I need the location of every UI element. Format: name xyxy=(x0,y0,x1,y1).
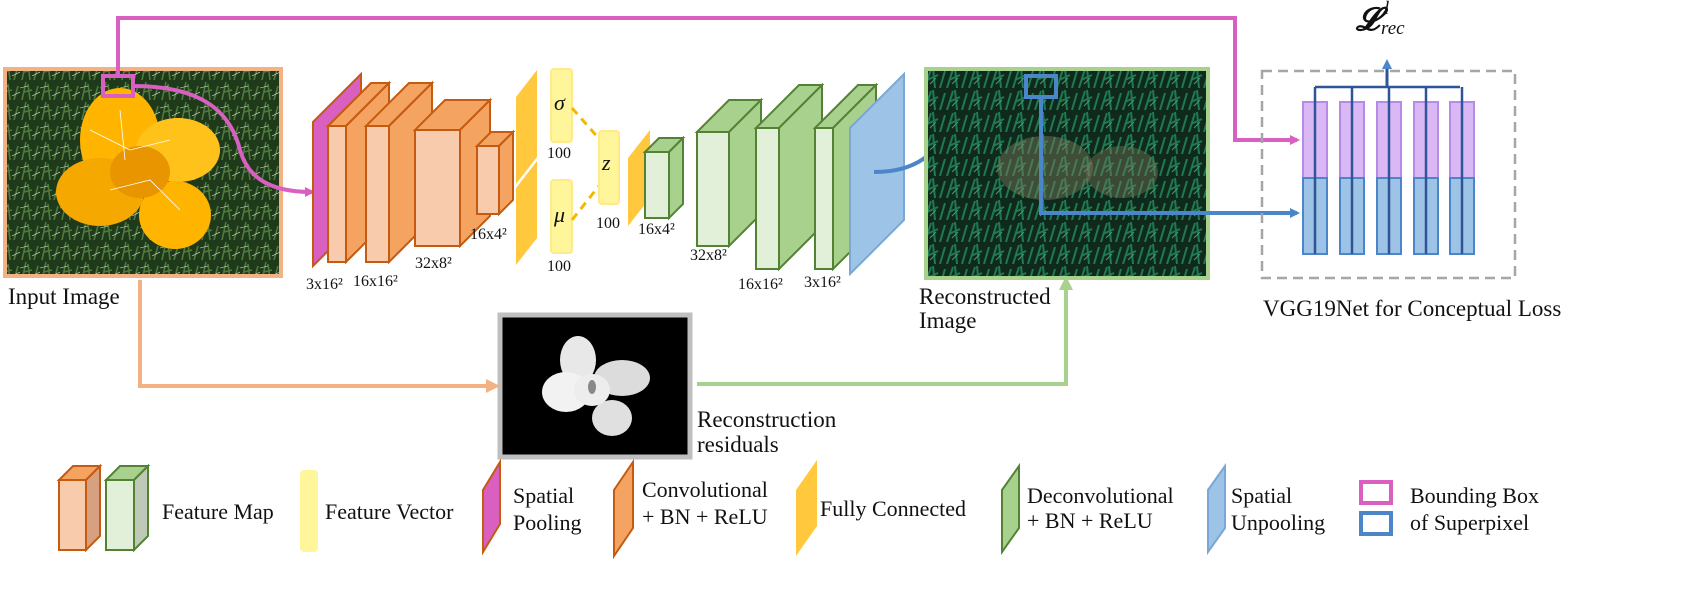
reparam-dashes xyxy=(570,107,604,221)
legend-feature-vector-label: Feature Vector xyxy=(325,499,454,524)
input-to-residuals-arrow xyxy=(138,280,500,393)
z-symbol: z xyxy=(601,150,611,175)
decoder-dim-4: 3x16² xyxy=(804,274,841,291)
legend-spatial-pooling-icon xyxy=(482,458,501,556)
legend-feature-map-icon xyxy=(56,463,151,553)
legend-bbox-line2: of Superpixel xyxy=(1410,510,1529,535)
legend-unpooling-line1: Spatial xyxy=(1231,483,1292,508)
mu-size: 100 xyxy=(547,258,571,275)
reconstructed-image-panel xyxy=(924,67,1210,280)
sigma-size: 100 xyxy=(547,145,571,162)
vgg-feature-column xyxy=(1339,87,1365,255)
mu-vector xyxy=(550,179,573,254)
legend-deconv-line1: Deconvolutional xyxy=(1027,483,1174,508)
vgg-feature-columns xyxy=(1302,87,1475,255)
reconstructed-caption-line2: Image xyxy=(919,308,976,333)
vgg-feature-column xyxy=(1376,87,1402,255)
vgg19-panel xyxy=(1260,59,1517,280)
sigma-symbol: σ xyxy=(554,90,566,115)
vgg-feature-column xyxy=(1302,87,1328,255)
legend-spatial-pooling-line1: Spatial xyxy=(513,483,574,508)
input-image-panel xyxy=(3,67,283,278)
encoder-feature-map-4 xyxy=(474,129,516,217)
reconstructed-caption-line1: Reconstructed xyxy=(919,284,1051,309)
legend-bbox-pink-icon xyxy=(1359,480,1393,505)
legend-spatial-pooling-line2: Pooling xyxy=(513,510,581,535)
input-to-vgg-arrow xyxy=(116,16,1300,145)
residuals-caption-line2: residuals xyxy=(697,432,779,457)
fc-layer-sigma xyxy=(516,70,537,184)
encoder-dim-3: 32x8² xyxy=(415,255,452,272)
decoder-dim-1: 16x4² xyxy=(638,221,675,238)
flower-icon xyxy=(56,88,220,249)
crop-to-encoder-arrow xyxy=(132,84,315,197)
residuals-panel xyxy=(497,312,693,460)
legend-unpooling-line2: Unpooling xyxy=(1231,510,1325,535)
residuals-caption-line1: Reconstruction xyxy=(697,407,837,432)
encoder: 3x16² 16x16² 32x8² 16x4² xyxy=(306,71,516,293)
decoder-feature-map-1 xyxy=(642,135,686,221)
fc-layer-mu xyxy=(516,161,537,265)
legend-conv-line1: Convolutional xyxy=(642,477,768,502)
input-image-caption: Input Image xyxy=(8,284,120,309)
legend-deconv-line2: + BN + ReLU xyxy=(1027,508,1153,533)
loss-superscript: l xyxy=(1384,0,1389,19)
decoder-dim-2: 32x8² xyxy=(690,247,727,264)
legend-conv-icon xyxy=(613,458,634,560)
spatial-unpooling-layer xyxy=(849,71,905,277)
decoder-feature-map-2 xyxy=(694,97,764,249)
legend-bbox-blue-icon xyxy=(1359,511,1393,536)
legend-fc-label: Fully Connected xyxy=(820,496,966,521)
reconstruction-loss-label: 𝓛 l rec xyxy=(1355,0,1405,39)
encoder-dim-2: 16x16² xyxy=(353,273,398,290)
legend-conv-line2: + BN + ReLU xyxy=(642,504,768,529)
encoder-dim-4: 16x4² xyxy=(470,226,507,243)
encoder-dim-1: 3x16² xyxy=(306,276,343,293)
legend-fc-icon xyxy=(796,460,817,556)
sigma-vector xyxy=(550,68,573,143)
legend-bbox-line1: Bounding Box xyxy=(1410,483,1539,508)
reconstruction-to-residuals-arrow xyxy=(697,276,1073,386)
legend-feature-map-label: Feature Map xyxy=(162,499,274,524)
legend: Feature Map Feature Vector Spatial Pooli… xyxy=(56,458,1539,560)
decoder: 16x4² 32x8² 16x16² 3x16² xyxy=(638,71,905,293)
reconstruction-to-vgg-arrow xyxy=(1039,97,1300,218)
vgg-caption: VGG19Net for Conceptual Loss xyxy=(1263,296,1561,321)
mu-symbol: μ xyxy=(553,202,565,227)
decoder-dim-3: 16x16² xyxy=(738,276,783,293)
legend-deconv-icon xyxy=(1001,462,1020,556)
z-vector xyxy=(598,130,620,205)
vgg-feature-column xyxy=(1413,87,1439,255)
residual-flower-icon xyxy=(542,336,650,436)
z-size: 100 xyxy=(596,215,620,232)
legend-feature-vector-icon xyxy=(300,470,318,552)
loss-subscript: rec xyxy=(1381,18,1405,39)
encoder-feature-map-3 xyxy=(412,97,493,249)
vgg-feature-column xyxy=(1449,87,1475,255)
decoder-feature-map-3 xyxy=(753,82,825,272)
legend-unpooling-icon xyxy=(1207,462,1226,556)
